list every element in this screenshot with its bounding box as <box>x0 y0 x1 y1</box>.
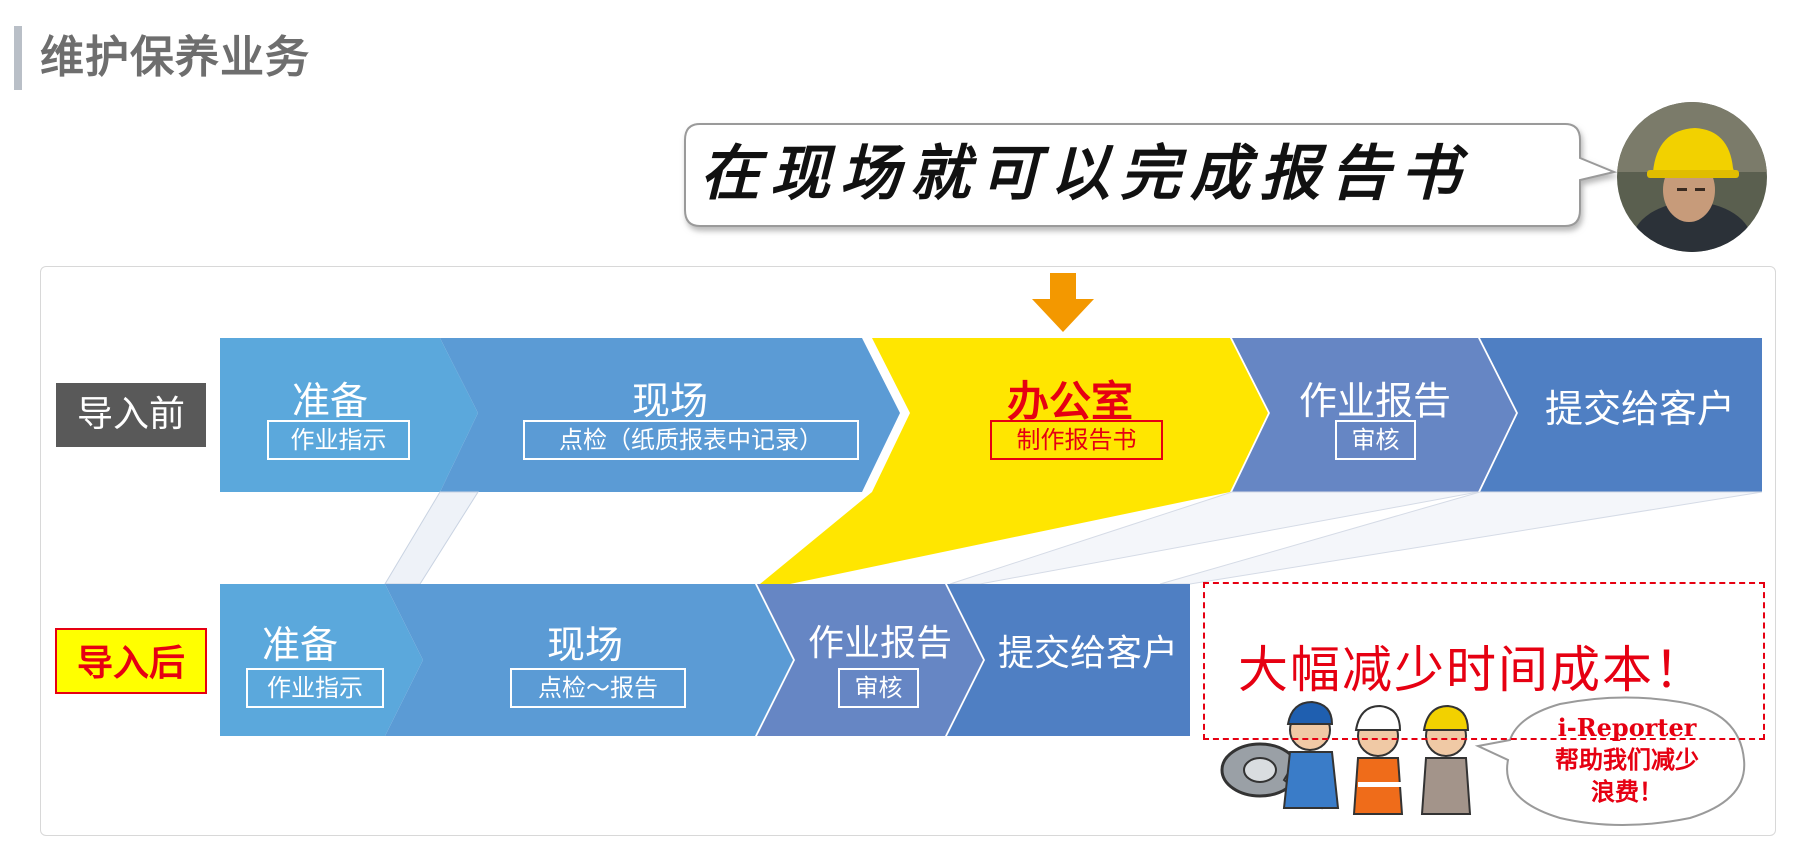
connector-prepare <box>384 491 479 585</box>
after-seg-report <box>757 584 983 736</box>
connector-office <box>760 492 1230 584</box>
after-submit-title: 提交给客户 <box>997 633 1178 674</box>
result-text: 大幅减少时间成本！ <box>1238 641 1706 699</box>
before-seg-submit <box>1480 338 1762 492</box>
before-submit-title: 提交给客户 <box>1544 387 1735 431</box>
before-site-title: 现场 <box>631 379 708 423</box>
before-report-title: 作业报告 <box>1298 379 1451 423</box>
down-arrow-icon <box>1032 273 1094 332</box>
before-prepare-title: 准备 <box>291 379 368 423</box>
after-report-title: 作业报告 <box>807 623 952 664</box>
before-report-sub: 审核 <box>1335 420 1416 460</box>
bubble-line-2: 帮助我们减少 <box>1555 745 1699 774</box>
after-seg-site <box>385 584 793 736</box>
result-highlight-box <box>1203 582 1765 740</box>
section-accent-bar <box>14 26 22 90</box>
after-prepare-sub: 作业指示 <box>246 668 384 708</box>
after-seg-submit <box>947 584 1190 736</box>
after-site-title: 现场 <box>546 623 623 667</box>
before-office-title: 办公室 <box>1006 377 1133 426</box>
callout-text: 在现场就可以完成报告书 <box>700 139 1470 209</box>
after-prepare-title: 准备 <box>261 623 338 667</box>
label-after: 导入后 <box>55 628 207 694</box>
before-seg-site <box>440 338 900 492</box>
before-seg-report <box>1232 338 1516 492</box>
worker-avatar-icon <box>1617 102 1767 252</box>
bubble-text: i-Reporter 帮助我们减少 浪费！ <box>1512 712 1742 808</box>
after-report-sub: 审核 <box>838 668 919 708</box>
label-before: 导入前 <box>56 383 206 447</box>
before-seg-prepare <box>220 338 478 492</box>
after-site-sub: 点检～报告 <box>510 668 686 708</box>
page-title: 维护保养业务 <box>40 32 310 83</box>
speech-bubble-icon <box>1474 696 1746 826</box>
before-site-sub: 点检（纸质报表中记录） <box>523 420 859 460</box>
bubble-line-3: 浪费！ <box>1591 777 1663 806</box>
before-seg-office <box>872 338 1268 492</box>
workers-illustration-icon <box>1220 700 1472 815</box>
before-prepare-sub: 作业指示 <box>267 420 410 460</box>
after-seg-prepare <box>220 584 423 736</box>
bubble-line-1: i-Reporter <box>1557 713 1697 742</box>
before-office-sub: 制作报告书 <box>990 420 1163 460</box>
